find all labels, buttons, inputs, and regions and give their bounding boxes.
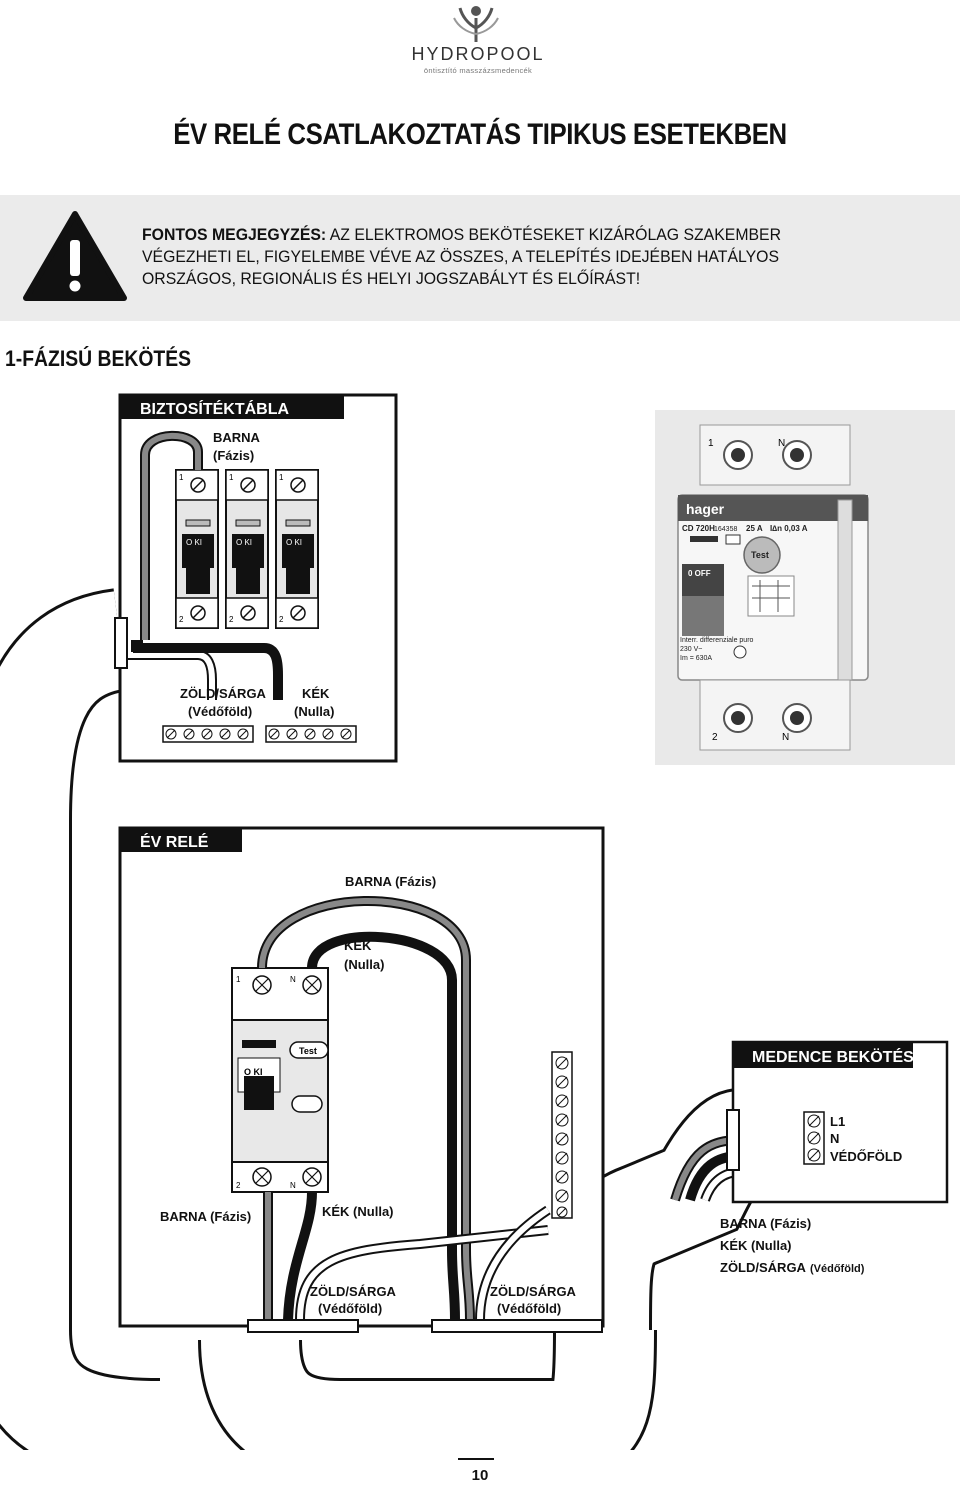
rcd-device: 1 N Test O KI 2 N bbox=[231, 967, 329, 1193]
breaker-switch-label: O KI bbox=[286, 538, 302, 547]
fuse-brown-sub: (Fázis) bbox=[213, 448, 254, 463]
fuse-blue-label: KÉK bbox=[302, 686, 330, 701]
breaker-switch-label: O KI bbox=[236, 538, 252, 547]
fuse-box-tab: BIZTOSÍTÉKTÁBLA bbox=[140, 399, 289, 418]
pool-l1-label: L1 bbox=[830, 1114, 845, 1129]
notice-body: AZ ELEKTROMOS BEKÖTÉSEKET KIZÁRÓLAG SZAK… bbox=[142, 225, 782, 288]
terminal-num: 2 bbox=[279, 615, 284, 624]
rcd-photo-bot-2: 2 bbox=[712, 732, 718, 743]
pool-ground-label: VÉDŐFÖLD bbox=[830, 1149, 902, 1164]
rcd-spec-2: 230 V~ bbox=[680, 646, 702, 653]
right-green-label: ZÖLD/SÁRGA bbox=[720, 1260, 807, 1275]
left-blue-label: KÉK (Nulla) bbox=[322, 1204, 394, 1219]
rcd-bot-n: N bbox=[290, 1181, 296, 1190]
hydropool-logo-icon bbox=[453, 6, 499, 42]
fuse-green-sub: (Védőföld) bbox=[188, 704, 252, 719]
rcd-blue-sub: (Nulla) bbox=[344, 957, 384, 972]
rcd-spec-1: Interr. differenziale puro bbox=[680, 637, 754, 644]
rcd-top-1: 1 bbox=[236, 975, 241, 984]
notice-text: FONTOS MEGJEGYZÉS: AZ ELEKTROMOS BEKÖTÉS… bbox=[142, 224, 849, 290]
pool-panel bbox=[731, 1040, 949, 1204]
terminal-num: 1 bbox=[229, 473, 234, 482]
breaker-switch-label: O KI bbox=[186, 538, 202, 547]
rcd-top-n: N bbox=[290, 975, 296, 984]
right-blue-label: KÉK (Nulla) bbox=[720, 1238, 792, 1253]
left-brown-label: BARNA (Fázis) bbox=[160, 1209, 251, 1224]
rcd-switch: O KI bbox=[244, 1067, 263, 1077]
logo-wordmark: HYDROPOOL bbox=[411, 44, 545, 64]
green2-sub: (Védőföld) bbox=[497, 1301, 561, 1316]
rcd-spec-3: Im = 630A bbox=[680, 655, 712, 662]
rcd-photo-top-n: N bbox=[778, 438, 785, 449]
wiring-diagram: BIZTOSÍTÉKTÁBLA O KI 1 2 O KI 1 bbox=[0, 393, 955, 1450]
rcd-test-label: Test bbox=[299, 1046, 317, 1056]
rcd-photo-top-1: 1 bbox=[708, 438, 714, 449]
pool-terminals bbox=[803, 1111, 825, 1165]
rcd-model: CD 720H bbox=[682, 524, 715, 533]
green2-label: ZÖLD/SÁRGA bbox=[490, 1284, 577, 1299]
rcd-bot-2: 2 bbox=[236, 1181, 241, 1190]
notice-panel bbox=[0, 195, 960, 321]
breaker-3: O KI 1 2 bbox=[275, 469, 319, 629]
rcd-test-button: Test bbox=[751, 550, 769, 560]
terminal-strip-neutral bbox=[265, 725, 357, 743]
breaker-1: O KI 1 2 bbox=[175, 469, 219, 629]
pool-panel-tab: MEDENCE BEKÖTÉS bbox=[752, 1047, 914, 1066]
logo-tagline: öntisztító masszázsmedencék bbox=[423, 66, 533, 75]
warning-triangle-icon bbox=[23, 211, 127, 301]
footer-rule bbox=[458, 1458, 494, 1460]
terminal-strip-ground bbox=[162, 725, 254, 743]
rcd-panel-tab: ÉV RELÉ bbox=[140, 832, 209, 851]
rcd-blue-label: KÉK bbox=[344, 938, 372, 953]
fuse-blue-sub: (Nulla) bbox=[294, 704, 334, 719]
right-brown-label: BARNA (Fázis) bbox=[720, 1216, 811, 1231]
rcd-panel bbox=[118, 826, 605, 1328]
green1-sub: (Védőföld) bbox=[318, 1301, 382, 1316]
rcd-brand: hager bbox=[686, 501, 725, 517]
rcd-rating: 25 A bbox=[746, 524, 763, 533]
terminal-num: 2 bbox=[179, 615, 184, 624]
terminal-num: 1 bbox=[179, 473, 184, 482]
ground-terminal-strip bbox=[551, 1051, 573, 1219]
terminal-num: 2 bbox=[229, 615, 234, 624]
section-title: 1-FÁZISÚ BEKÖTÉS bbox=[5, 346, 192, 371]
rcd-photo-bot-n: N bbox=[782, 732, 789, 743]
pool-n-label: N bbox=[830, 1131, 839, 1146]
fuse-brown-label: BARNA bbox=[213, 430, 261, 445]
rcd-sensitivity: I∆n 0,03 A bbox=[770, 524, 808, 533]
rcd-photo: 1 N hager CD 720H 164358 25 A I∆n 0,03 A… bbox=[655, 410, 955, 765]
page-title: ÉV RELÉ CSATLAKOZTATÁS TIPIKUS ESETEKBEN bbox=[173, 118, 787, 151]
rcd-ref: 164358 bbox=[714, 526, 737, 533]
notice-label: FONTOS MEGJEGYZÉS: bbox=[142, 225, 327, 244]
breaker-2: O KI 1 2 bbox=[225, 469, 269, 629]
rcd-switch-label: 0 OFF bbox=[688, 569, 711, 578]
fuse-green-label: ZÖLD/SÁRGA bbox=[180, 686, 267, 701]
terminal-num: 1 bbox=[279, 473, 284, 482]
breakers: O KI 1 2 O KI 1 2 O KI bbox=[175, 469, 319, 629]
rcd-brown-label: BARNA (Fázis) bbox=[345, 874, 436, 889]
wire-blue bbox=[133, 640, 283, 700]
page-number: 10 bbox=[471, 1467, 489, 1484]
right-green-sub: (Védőföld) bbox=[810, 1263, 865, 1275]
green1-label: ZÖLD/SÁRGA bbox=[310, 1284, 397, 1299]
